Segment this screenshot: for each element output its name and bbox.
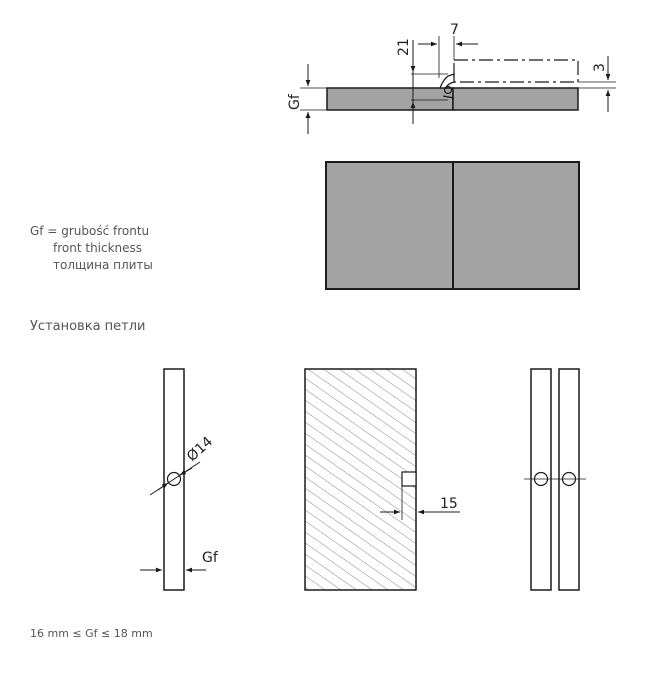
hatched-panel (304, 368, 417, 591)
section-panel-right (452, 87, 579, 111)
legend-line-1: Gf = grubość frontu (30, 224, 150, 238)
section-title: Установка петли (30, 319, 146, 334)
footnote: 16 mm ≤ Gf ≤ 18 mm (30, 627, 153, 640)
hatched-view: 15 (304, 368, 460, 591)
edge-view: Ø14 Gf (140, 368, 219, 591)
dim-7-label: 7 (450, 22, 459, 38)
front-panel-right (452, 161, 580, 290)
front-panel-left (325, 161, 454, 290)
dim-21-label: 21 (396, 38, 412, 56)
section-view: 21 7 3 Gf (287, 22, 616, 134)
legend-line-3: толщина плиты (53, 258, 153, 272)
dim-hole-dia-label: Ø14 (184, 434, 216, 465)
legend-line-2: front thickness (53, 241, 143, 255)
legend-gf: Gf = grubość frontu front thickness толщ… (30, 223, 153, 274)
hatched-panel-cutout (401, 471, 417, 487)
dim-gf-edge-label: Gf (202, 550, 219, 566)
front-view (325, 161, 580, 290)
dim-15-label: 15 (440, 496, 458, 512)
section-mounted-outline (453, 59, 579, 83)
dim-3-label: 3 (592, 63, 608, 72)
double-edge-view (524, 368, 586, 591)
section-panel-left (326, 87, 454, 111)
hinge-detail (439, 73, 455, 99)
dim-gf-top-label: Gf (287, 93, 303, 110)
